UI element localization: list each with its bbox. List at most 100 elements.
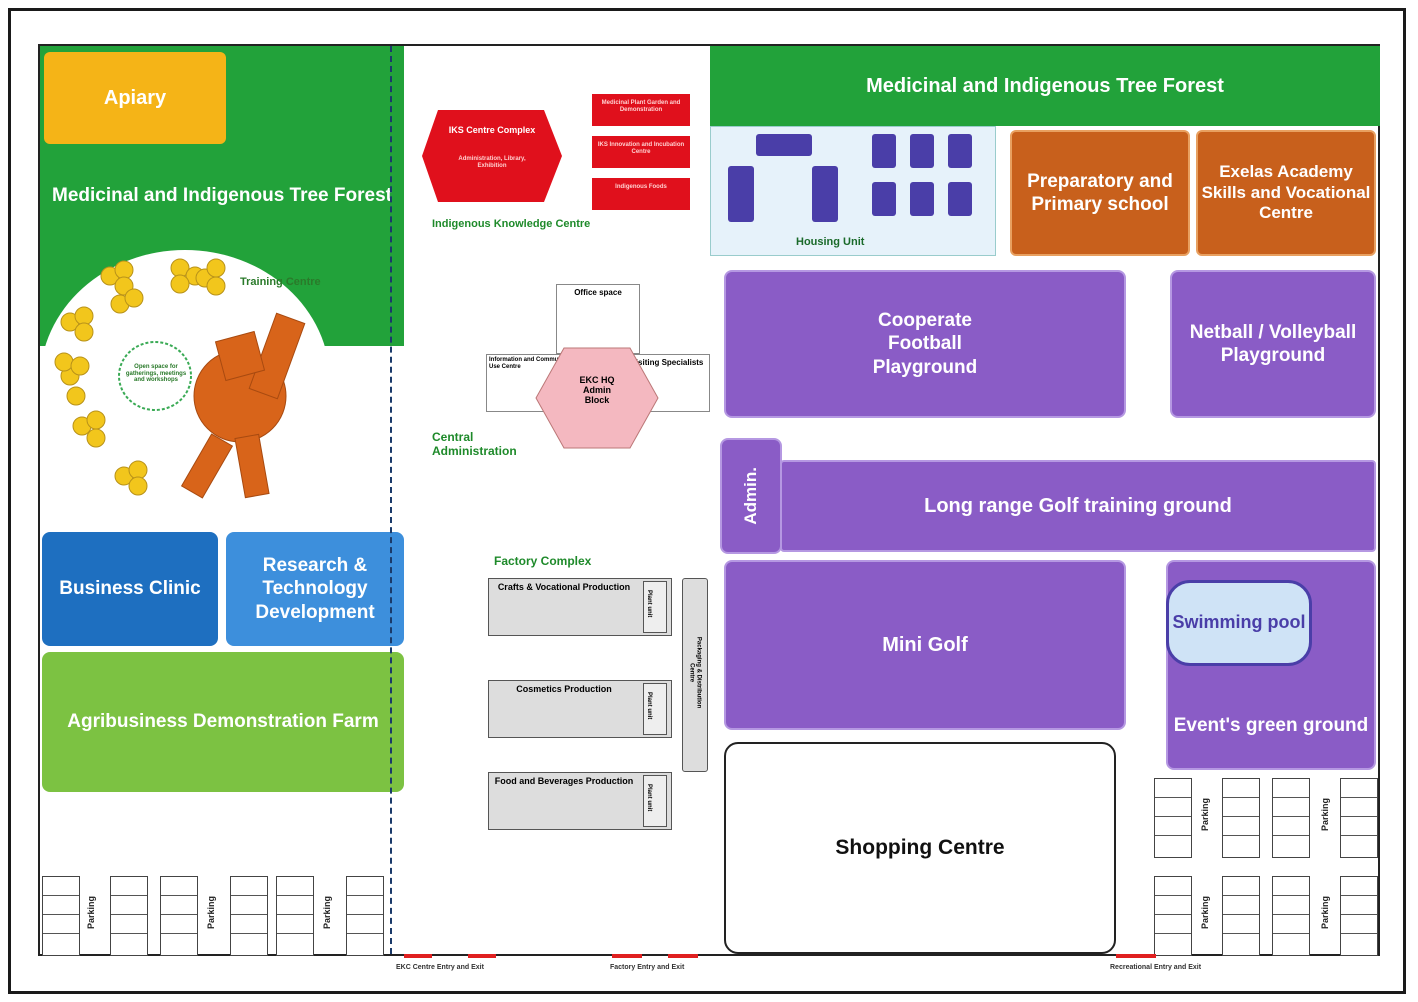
exelas-label: Exelas Academy Skills and Vocational Cen… (1201, 161, 1371, 223)
parking-bay (110, 876, 148, 956)
agribusiness-zone[interactable]: Agribusiness Demonstration Farm (42, 652, 404, 792)
ikc-label: Indigenous Knowledge Centre (432, 218, 591, 230)
mini-golf-label: Mini Golf (882, 633, 968, 656)
events-label: Event's green ground (1173, 715, 1369, 737)
ikc-box-1-label: Medicinal Plant Garden and Demonstration (601, 100, 681, 113)
exit-label-1: EKC Centre Entry and Exit (396, 964, 484, 971)
parking-bay (42, 876, 80, 956)
parking-label: Parking (86, 896, 96, 930)
crafts-label: Crafts & Vocational Production (497, 582, 631, 592)
visiting-label: Visiting Specialists (630, 358, 704, 367)
plant-unit: Plant unit (643, 581, 667, 633)
parking-label: Parking (322, 896, 332, 930)
apiary-label: Apiary (103, 86, 167, 109)
agribusiness-label: Agribusiness Demonstration Farm (67, 711, 379, 733)
parking-bay (276, 876, 314, 956)
hq-hexagon (535, 347, 659, 449)
training-centre-label: Training Centre (240, 276, 321, 288)
business-clinic-zone[interactable]: Business Clinic (42, 532, 218, 646)
events-label-wrap: Event's green ground (1166, 686, 1376, 766)
preparatory-school[interactable]: Preparatory and Primary school (1010, 130, 1190, 256)
golf-long-label: Long range Golf training ground (924, 494, 1232, 517)
crafts-block[interactable]: Crafts & Vocational Production Plant uni… (488, 578, 672, 636)
cosmetics-block[interactable]: Cosmetics Production Plant unit (488, 680, 672, 738)
golf-long-range[interactable]: Long range Golf training ground (780, 460, 1376, 552)
parking-label: Parking (1320, 896, 1330, 930)
plant-unit: Plant unit (643, 683, 667, 735)
exit-marker (1116, 954, 1156, 958)
plant-unit-label: Plant unit (646, 590, 652, 618)
factory-label: Factory Complex (494, 554, 592, 568)
ikc-box-1[interactable]: Medicinal Plant Garden and Demonstration (592, 94, 690, 126)
medicinal-forest-left-label: Medicinal and Indigenous Tree Forest (52, 185, 392, 207)
parking-bay (1272, 778, 1310, 858)
exit-label-3: Recreational Entry and Exit (1110, 964, 1202, 971)
housing-label: Housing Unit (796, 236, 865, 248)
housing-block (872, 134, 896, 168)
office-space-block[interactable]: Office space (556, 284, 640, 354)
cooperate-label: Cooperate Football Playground (872, 310, 978, 378)
apiary-zone[interactable]: Apiary (44, 52, 226, 144)
parking-bay (160, 876, 198, 956)
food-label: Food and Beverages Production (494, 776, 634, 786)
parking-bay (1272, 876, 1310, 956)
ikc-box-3[interactable]: Indigenous Foods (592, 178, 690, 210)
parking-bay (346, 876, 384, 956)
parking-label: Parking (1320, 798, 1330, 832)
plant-unit: Plant unit (643, 775, 667, 827)
exit-marker (404, 954, 432, 958)
medicinal-forest-left-label-wrap: Medicinal and Indigenous Tree Forest (40, 166, 404, 226)
packaging-block[interactable] (682, 578, 708, 772)
central-admin-label: Central Administration (432, 430, 517, 458)
business-clinic-label: Business Clinic (59, 578, 201, 600)
exit-label-2: Factory Entry and Exit (610, 964, 685, 971)
parking-label: Parking (1200, 896, 1210, 930)
exit-marker (668, 954, 698, 958)
ikc-box-2-label: IKS Innovation and Incubation Centre (597, 142, 685, 155)
housing-block (812, 166, 838, 222)
research-label: Research & Technology Development (255, 555, 375, 623)
plant-unit-label: Plant unit (646, 692, 652, 720)
plant-unit-label: Plant unit (646, 784, 652, 812)
swimming-pool[interactable]: Swimming pool (1166, 580, 1312, 666)
housing-block (756, 134, 812, 156)
parking-bay (1154, 778, 1192, 858)
shopping-centre[interactable]: Shopping Centre (724, 742, 1116, 954)
exit-marker (612, 954, 642, 958)
netball-label: Netball / Volleyball Playground (1189, 321, 1357, 366)
outer-frame (8, 8, 1406, 994)
parking-label: Parking (1200, 798, 1210, 832)
admin-label: Admin. (740, 467, 760, 525)
hq-label[interactable]: EKC HQ Admin Block (579, 375, 615, 405)
parking-bay (1154, 876, 1192, 956)
preparatory-label: Preparatory and Primary school (1027, 170, 1173, 215)
info-centre-label: Information and Community Use Centre (489, 357, 569, 370)
netball-playground[interactable]: Netball / Volleyball Playground (1170, 270, 1376, 418)
housing-block (948, 182, 972, 216)
office-space-label: Office space (574, 288, 622, 297)
parking-bay (1340, 876, 1378, 956)
admin-block[interactable]: Admin. (720, 438, 782, 554)
packaging-label: Packaging & Distribution Centre (689, 636, 702, 709)
research-zone[interactable]: Research & Technology Development (226, 532, 404, 646)
training-centre-drawing (54, 258, 306, 499)
parking-label: Parking (206, 896, 216, 930)
mini-golf[interactable]: Mini Golf (724, 560, 1126, 730)
cooperate-football[interactable]: Cooperate Football Playground (724, 270, 1126, 418)
site-plan: Apiary Medicinal and Indigenous Tree For… (38, 44, 1380, 956)
housing-block (728, 166, 754, 222)
food-block[interactable]: Food and Beverages Production Plant unit (488, 772, 672, 830)
parking-bay (1222, 778, 1260, 858)
parking-bay (1340, 778, 1378, 858)
housing-block (910, 182, 934, 216)
ikc-complex-label[interactable]: IKS Centre Complex (448, 125, 536, 135)
ikc-complex-shape (422, 110, 562, 202)
ikc-box-2[interactable]: IKS Innovation and Incubation Centre (592, 136, 690, 168)
medicinal-forest-top[interactable]: Medicinal and Indigenous Tree Forest (710, 46, 1380, 126)
exelas-academy[interactable]: Exelas Academy Skills and Vocational Cen… (1196, 130, 1376, 256)
cosmetics-label: Cosmetics Production (516, 684, 612, 694)
housing-block (872, 182, 896, 216)
boundary-line (390, 46, 392, 954)
shopping-label: Shopping Centre (835, 836, 1005, 860)
swimming-label: Swimming pool (1172, 612, 1306, 633)
